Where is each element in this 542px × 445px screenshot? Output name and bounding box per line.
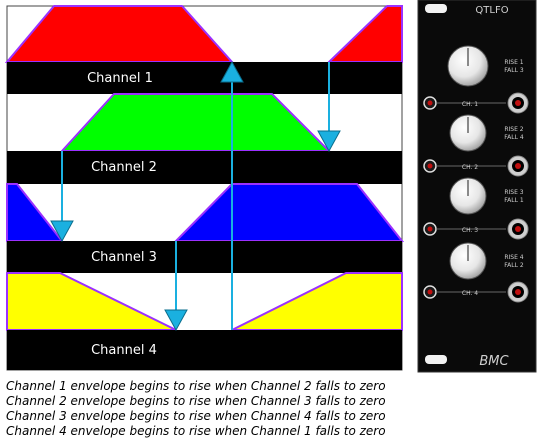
module-title: QTLFO	[475, 5, 508, 16]
knob-1-fall-label: FALL 3	[504, 67, 524, 74]
knob-1-rise-label: RISE 1	[504, 59, 523, 66]
led-ch2	[423, 159, 437, 173]
channel-4-bar	[7, 330, 402, 370]
rise-fall-knob-3[interactable]	[449, 177, 487, 215]
channel-4-label: Channel 4	[91, 343, 157, 358]
bottom-mount-slot	[425, 355, 447, 364]
led-ch3	[423, 222, 437, 236]
knob-4-fall-label: FALL 2	[504, 262, 524, 269]
jack-ch2-output[interactable]	[507, 155, 529, 177]
channel-2-bar	[7, 151, 402, 184]
led-ch4	[423, 285, 437, 299]
knob-2-fall-label: FALL 4	[504, 134, 524, 141]
jack-ch1-output[interactable]	[507, 92, 529, 114]
led-ch1	[423, 96, 437, 110]
top-mount-slot	[425, 4, 447, 13]
caption-line-3: Channel 3 envelope begins to rise when C…	[6, 409, 386, 423]
arrow-ch1-to-ch2	[317, 62, 341, 153]
channel-3-label: Channel 3	[91, 250, 157, 265]
arrow-ch4-to-ch1	[220, 60, 244, 330]
rise-fall-knob-4[interactable]	[449, 242, 487, 280]
jack-ch4-output[interactable]	[507, 281, 529, 303]
arrow-ch3-to-ch4	[164, 241, 188, 332]
knob-4-rise-label: RISE 4	[504, 254, 523, 261]
channel-1-label: Channel 1	[87, 71, 153, 86]
channel-1-bar	[7, 62, 402, 94]
caption-line-1: Channel 1 envelope begins to rise when C…	[6, 379, 386, 393]
jack-ch3-output[interactable]	[507, 218, 529, 240]
caption-line-4: Channel 4 envelope begins to rise when C…	[6, 424, 386, 438]
channel-2-label: Channel 2	[91, 160, 157, 175]
knob-3-fall-label: FALL 1	[504, 197, 524, 204]
envelope-diagram: Channel 1 Channel 2 Channel 3 Channel 4	[4, 5, 405, 371]
module-brand: BMC	[479, 354, 509, 369]
knob-2-rise-label: RISE 2	[504, 126, 523, 133]
jack-ch3-label: CH. 3	[462, 227, 478, 234]
jack-ch1-label: CH. 1	[462, 101, 478, 108]
jack-ch2-label: CH. 2	[462, 164, 478, 171]
channel-3-bar	[7, 241, 402, 273]
rise-fall-knob-2[interactable]	[449, 114, 487, 152]
caption-line-2: Channel 2 envelope begins to rise when C…	[6, 394, 386, 408]
jack-ch4-label: CH. 4	[462, 290, 478, 297]
knob-3-rise-label: RISE 3	[504, 189, 523, 196]
arrow-ch2-to-ch3	[50, 151, 74, 243]
qtlfo-module-panel: QTLFO RISE 1 FALL 3 CH. 1 RISE 2 FALL 4 …	[417, 0, 537, 373]
rise-fall-knob-1[interactable]	[447, 45, 489, 87]
